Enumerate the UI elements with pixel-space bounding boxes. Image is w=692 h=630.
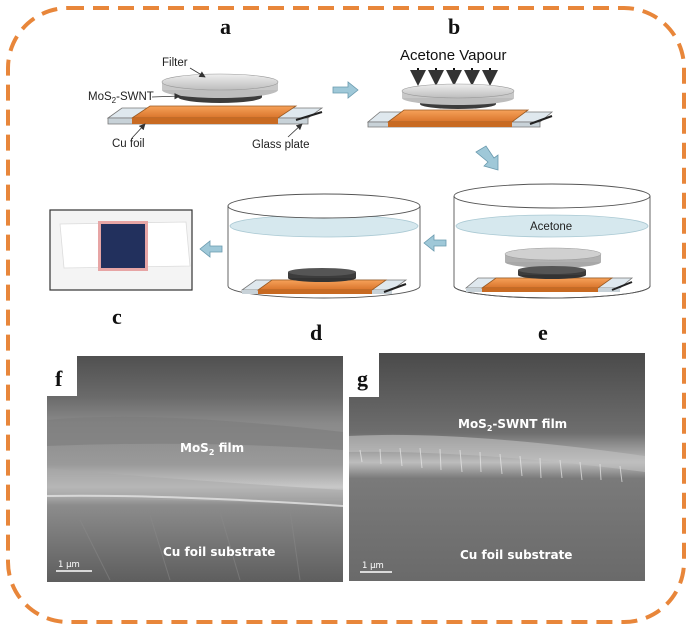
filter-label: Filter [162,57,188,69]
cu-foil-label: Cu foil [112,138,145,150]
panel-label-b: b [448,14,460,39]
panel-g-sem-image [349,353,645,581]
f-scale-label: 1 μm [58,560,80,570]
panel-label-e: e [538,320,548,345]
panel-label-f: f [55,366,63,391]
acetone-label: Acetone [530,221,572,233]
panel-b-assembly [366,83,554,128]
g-scale-label: 1 μm [362,561,384,571]
f-substrate-label: Cu foil substrate [163,545,275,559]
acetone-vapour-label: Acetone Vapour [400,47,506,64]
block-arrow-icon [475,145,499,171]
down-arrow-icon [410,68,498,86]
glass-plate-label: Glass plate [252,139,310,151]
panel-label-a: a [220,14,231,39]
dashed-frame [6,6,686,624]
mos2-swnt-label: MoS2-SWNT [88,91,154,105]
block-arrow-icon [199,240,223,258]
block-arrow-icon [423,234,447,252]
panel-f-sem-image [46,356,344,582]
g-substrate-label: Cu foil substrate [460,548,572,562]
panel-label-c: c [112,304,122,329]
f-film-label: MoS2 film [180,441,244,457]
panel-e-beaker [453,183,651,299]
panel-c-photo [49,209,193,291]
g-film-label: MoS2-SWNT film [458,417,567,433]
panel-d-beaker [227,193,421,299]
panel-a-assembly [106,73,324,125]
block-arrow-icon [332,81,359,99]
panel-label-d: d [310,320,322,345]
panel-label-g: g [357,366,368,391]
